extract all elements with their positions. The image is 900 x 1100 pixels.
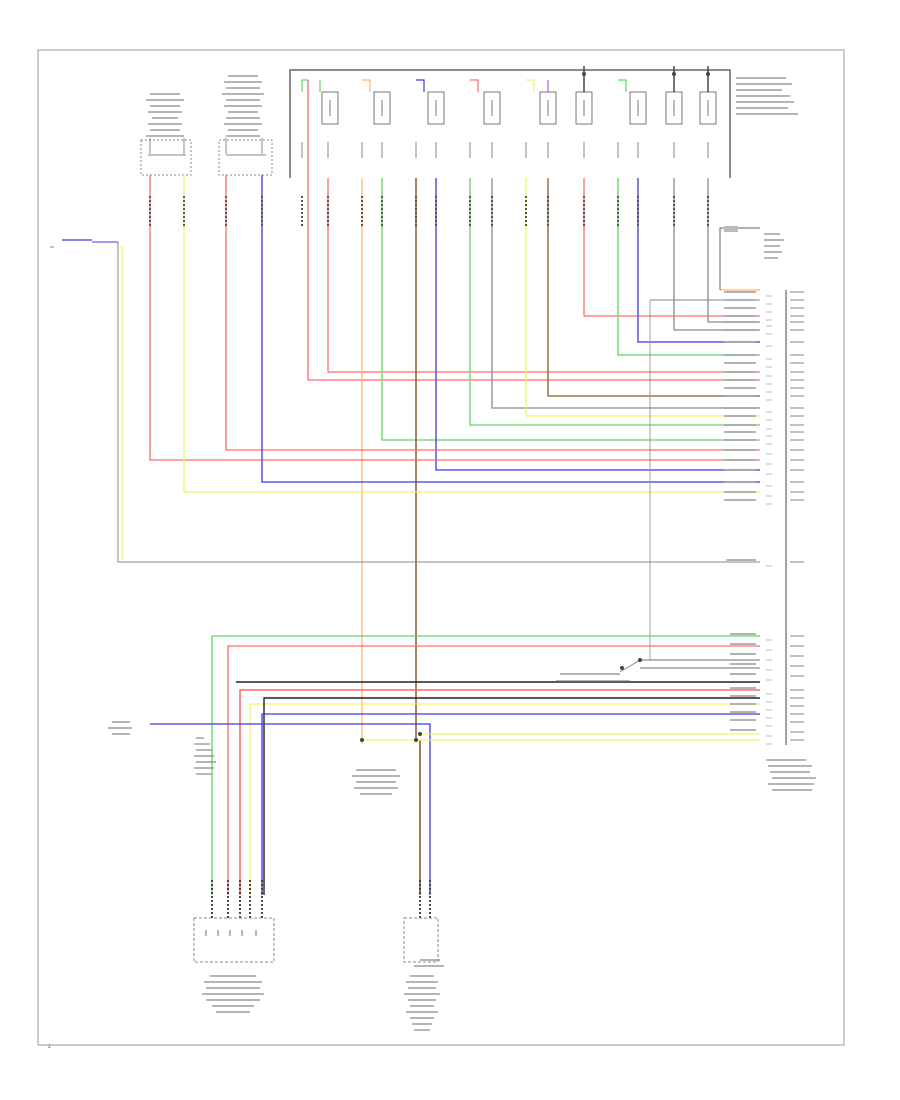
sensor-a-label [146,93,184,137]
wire [327,178,760,373]
relay-box [427,91,445,125]
diagram-frame [37,49,845,1046]
sensor-b-box [218,139,273,176]
relay-group [321,66,717,125]
ecm-connector [766,290,804,745]
throttle-sensor-connector [193,917,275,1013]
wire [491,178,760,409]
wire [225,175,760,451]
wire [117,242,760,563]
relay-box [629,91,647,125]
wire [362,79,371,92]
mid-splice-label [556,673,630,682]
relay-node [672,72,676,76]
relay-node [706,72,710,76]
wire [261,175,760,483]
wire [263,697,760,895]
wire [525,178,760,417]
relay-box [483,91,501,125]
wire [261,713,760,895]
splice-dot [638,658,642,662]
sensor-a-box [140,139,192,176]
ecm-pin-labels [766,291,804,745]
wire [583,178,760,317]
wire [249,703,760,895]
center-splice-label [352,769,400,795]
wire [416,79,425,92]
splice-dot [418,732,422,736]
wire [637,178,760,343]
wire [227,645,760,895]
splice-dot [620,666,624,670]
ecm-label [766,759,816,791]
left-ground-label [50,239,118,248]
sensor-b-label [222,75,264,137]
wire [619,659,641,673]
relay-box [321,91,339,125]
wire [470,79,479,92]
left-sensor-label [108,721,216,775]
wire [149,175,760,461]
wire [469,178,760,426]
relay-module-label [736,77,798,115]
wire [183,175,760,493]
fuse-block [719,226,784,290]
coolant-sensor-connector [403,917,444,1031]
wire [239,689,760,895]
wire [150,723,431,895]
wire [211,635,760,895]
page-id: 2 [48,1044,51,1049]
wire [307,80,760,381]
wire [301,79,308,92]
wire [547,178,760,397]
wire [361,739,760,744]
splice-dot [360,738,364,742]
wire [526,79,535,92]
wire-group [117,79,760,918]
relay-box [373,91,391,125]
wire [381,178,760,441]
relay-node [582,72,586,76]
wire [617,178,760,356]
splice-dot [414,738,418,742]
relay-housing [289,69,731,178]
wire [618,79,627,92]
wire [435,178,760,471]
